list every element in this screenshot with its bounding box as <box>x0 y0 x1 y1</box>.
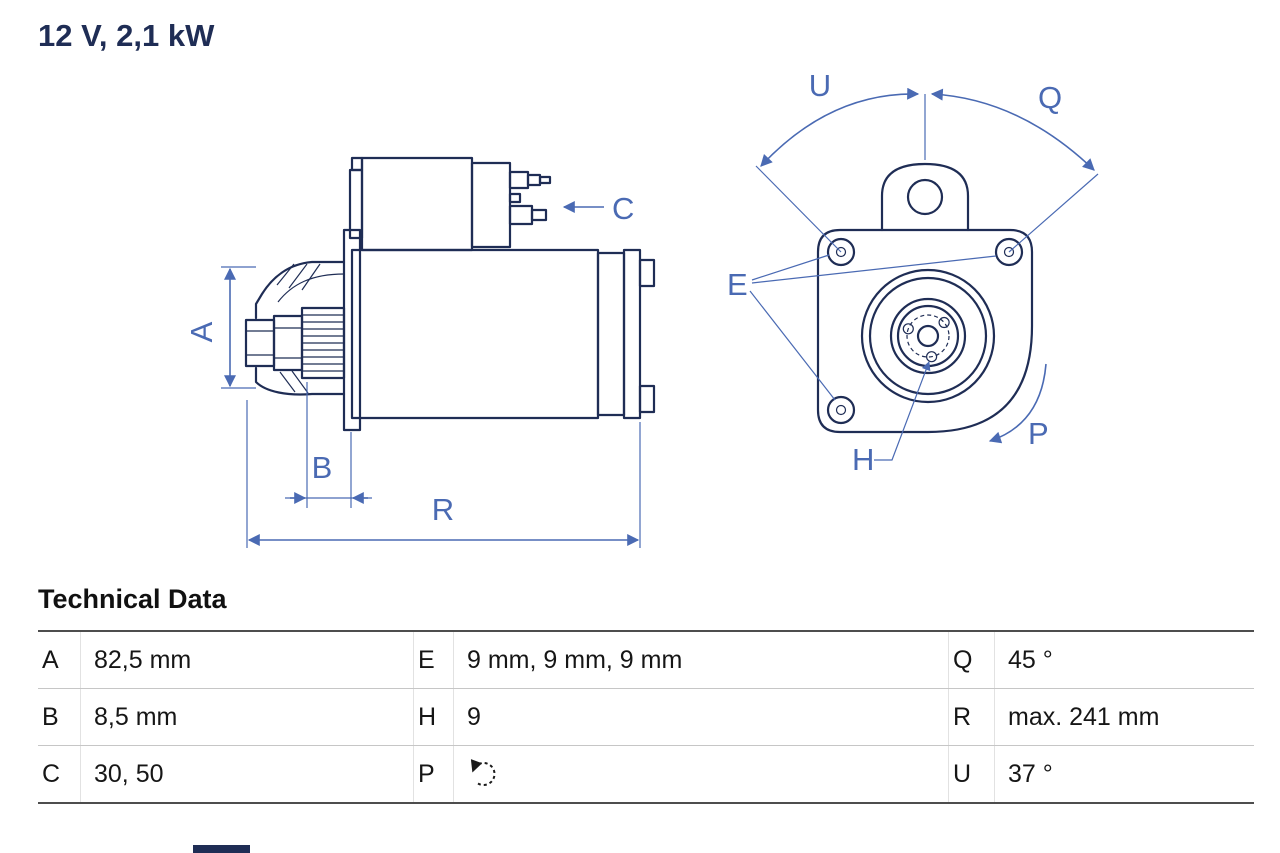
tech-data-row: B 8,5 mm H 9 R max. 241 mm <box>38 689 1254 746</box>
technical-data-heading: Technical Data <box>38 584 227 614</box>
tech-key-e: E <box>413 632 453 688</box>
tech-key-a: A <box>42 645 59 674</box>
tech-value-q: 45 ° <box>994 632 1254 688</box>
tech-data-row: A 82,5 mm E 9 mm, 9 mm, 9 mm Q 45 ° <box>38 632 1254 689</box>
dim-label-c: C <box>612 191 634 226</box>
starter-motor-technical-drawing: A B R C <box>184 68 1099 548</box>
tech-key-r: R <box>948 689 994 745</box>
page-title: 12 V, 2,1 kW <box>38 18 215 53</box>
mounting-flange-front <box>816 228 1034 434</box>
dim-label-e: E <box>727 267 748 302</box>
mounting-ear <box>880 162 970 232</box>
front-view <box>816 162 1034 434</box>
dim-label-u: U <box>809 68 831 103</box>
tech-value-e: 9 mm, 9 mm, 9 mm <box>453 632 948 688</box>
dim-label-a: A <box>184 321 219 342</box>
tech-key-b: B <box>42 702 59 731</box>
tech-value-c: 30, 50 <box>80 746 413 802</box>
tech-value-h: 9 <box>453 689 948 745</box>
dim-label-h: H <box>852 442 874 477</box>
cropped-watermark-fragment <box>193 845 250 853</box>
tech-key-q: Q <box>948 632 994 688</box>
tech-key-u: U <box>948 746 994 802</box>
solenoid <box>360 156 474 252</box>
bolt-hole-top-left <box>826 237 856 267</box>
side-view-dimensions: A B R C <box>184 191 641 548</box>
front-view-dimensions: U Q E H P <box>727 68 1099 477</box>
tech-key-c: C <box>42 759 61 788</box>
dim-label-r: R <box>432 492 454 527</box>
rotation-ccw-icon <box>470 759 496 786</box>
technical-data-table: A 82,5 mm E 9 mm, 9 mm, 9 mm Q 45 ° B 8,… <box>38 630 1254 804</box>
dim-label-b: B <box>312 450 333 485</box>
bearing-boss <box>860 268 996 404</box>
tech-value-a: 82,5 mm <box>80 632 413 688</box>
dim-label-p: P <box>1028 416 1049 451</box>
shaft <box>244 318 276 368</box>
dim-label-q: Q <box>1038 80 1062 115</box>
tech-value-p <box>453 746 948 802</box>
tech-value-r: max. 241 mm <box>994 689 1254 745</box>
drive-end-housing <box>254 260 346 320</box>
solenoid-terminals <box>508 170 552 226</box>
bolt-hole-bottom-left <box>826 395 856 425</box>
tech-key-p: P <box>413 746 453 802</box>
side-view <box>244 156 656 432</box>
bolt-hole-top-right <box>994 237 1024 267</box>
tech-value-u: 37 ° <box>994 746 1254 802</box>
tech-key-h: H <box>413 689 453 745</box>
motor-body <box>350 248 600 420</box>
tech-value-b: 8,5 mm <box>80 689 413 745</box>
tech-data-row: C 30, 50 P U 37 ° <box>38 746 1254 802</box>
